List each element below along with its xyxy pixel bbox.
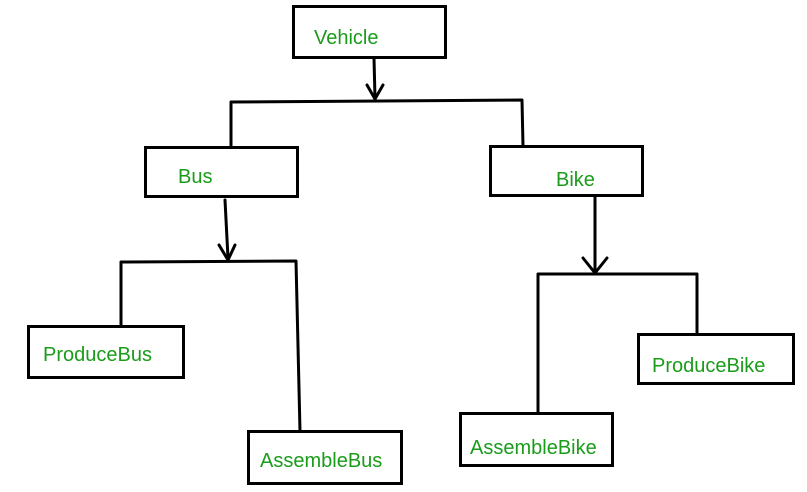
bus-arrow-line	[223, 198, 230, 260]
bus-label: Bus	[178, 166, 213, 188]
assemble-bike-label: AssembleBike	[470, 437, 597, 459]
vehicle-arrow-line	[372, 56, 377, 100]
vehicle-arrow-head	[365, 83, 385, 101]
bike-label: Bike	[556, 169, 595, 191]
bus-branch-line	[119, 259, 302, 433]
vehicle-label: Vehicle	[314, 27, 379, 49]
bike-branch-line	[536, 272, 699, 414]
assemble-bike-node: AssembleBike	[459, 412, 614, 467]
assemble-bus-label: AssembleBus	[260, 450, 383, 472]
produce-bus-label: ProduceBus	[43, 344, 152, 366]
bus-node: Bus	[144, 146, 299, 198]
bike-node: Bike	[489, 145, 644, 197]
produce-bike-label: ProduceBike	[652, 355, 766, 377]
produce-bike-node: ProduceBike	[637, 333, 795, 385]
produce-bus-node: ProduceBus	[27, 325, 185, 379]
vehicle-node: Vehicle	[292, 5, 447, 59]
assemble-bus-node: AssembleBus	[247, 430, 403, 485]
vehicle-branch-line	[229, 98, 525, 148]
